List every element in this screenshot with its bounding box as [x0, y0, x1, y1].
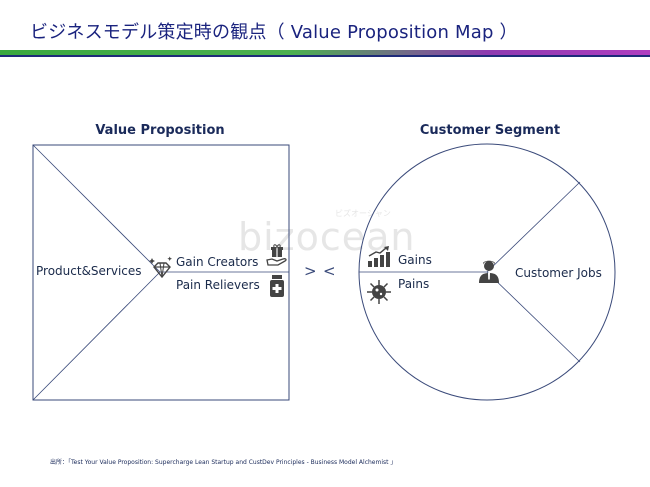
square-diagonal-top [32, 144, 161, 273]
header-underline [0, 55, 650, 57]
person-icon [479, 260, 499, 283]
circle-radius-bottom [486, 271, 581, 363]
medicine-bottle-icon [270, 275, 284, 297]
customer-jobs-label: Customer Jobs [515, 266, 602, 280]
page-title: ビジネスモデル策定時の観点（ Value Proposition Map ） [30, 22, 518, 43]
watermark: bizocean [238, 215, 416, 259]
fit-arrow-left: < [323, 262, 336, 280]
gain-creators-label: Gain Creators [176, 255, 259, 269]
value-proposition-square [32, 144, 290, 401]
value-proposition-heading: Value Proposition [95, 123, 225, 138]
diamond-icon [149, 256, 172, 279]
customer-segment-heading: Customer Segment [419, 123, 561, 138]
gains-label: Gains [398, 253, 432, 267]
source-citation: 出所：「Test Your Value Proposition: Superch… [50, 459, 397, 466]
fit-arrow-right: > [304, 262, 317, 280]
pain-relievers-label: Pain Relievers [176, 278, 260, 292]
pains-label: Pains [398, 277, 430, 291]
circle-radius-top [486, 181, 581, 273]
watermark-sub: ビズオーシャン [335, 209, 391, 218]
virus-icon [367, 280, 391, 304]
header-accent-bar [0, 50, 650, 55]
gift-hand-icon [266, 244, 287, 266]
growth-chart-icon [368, 246, 390, 267]
square-diagonal-bottom [32, 271, 161, 401]
product-services-label: Product&Services [36, 264, 142, 278]
